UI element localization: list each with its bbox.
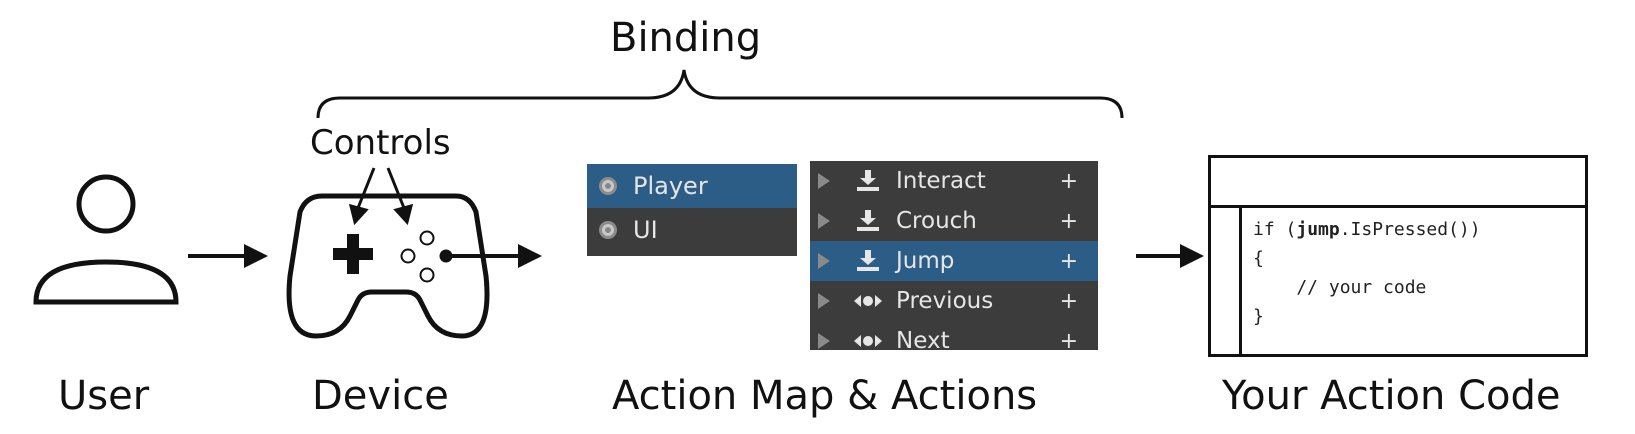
action-map-item-ui[interactable]: UI [587, 208, 797, 252]
action-map-icon [599, 177, 617, 195]
arrow-user-device [188, 244, 268, 268]
device-label: Device [312, 373, 449, 419]
arrow-actions-code [1136, 244, 1204, 268]
expand-triangle-icon[interactable] [818, 173, 830, 189]
action-label: Next [896, 328, 950, 350]
action-map-icon [599, 221, 617, 239]
add-binding-button[interactable]: + [1059, 248, 1078, 274]
axis-action-icon [854, 295, 882, 307]
action-item-jump[interactable]: Jump + [810, 241, 1098, 281]
action-item-interact[interactable]: Interact + [810, 161, 1098, 201]
code-keyword: jump [1296, 219, 1340, 240]
action-label: Jump [896, 248, 955, 274]
actions-panel: Interact + Crouch + Jump + Previous + Ne… [810, 161, 1098, 350]
action-item-crouch[interactable]: Crouch + [810, 201, 1098, 241]
code-window-header [1211, 158, 1585, 208]
expand-triangle-icon[interactable] [818, 253, 830, 269]
action-map-item-player[interactable]: Player [587, 164, 797, 208]
binding-brace [316, 69, 1124, 119]
add-binding-button[interactable]: + [1059, 288, 1078, 314]
code-gutter [1239, 205, 1242, 357]
user-label: User [58, 373, 150, 419]
controls-arrows [348, 167, 414, 226]
add-binding-button[interactable]: + [1059, 208, 1078, 234]
expand-triangle-icon[interactable] [818, 333, 830, 349]
add-binding-button[interactable]: + [1059, 168, 1078, 194]
action-item-next[interactable]: Next + [810, 321, 1098, 350]
action-item-previous[interactable]: Previous + [810, 281, 1098, 321]
button-action-icon [857, 210, 879, 231]
button-action-icon [857, 170, 879, 191]
code-snippet: if (jump.IsPressed()) { // your code } [1253, 215, 1481, 331]
gamepad-icon [286, 193, 490, 339]
code-window: if (jump.IsPressed()) { // your code } [1208, 155, 1588, 357]
action-code-label: Your Action Code [1222, 373, 1561, 419]
action-map-label: UI [633, 216, 658, 244]
code-line-4: } [1253, 306, 1264, 327]
code-line-2: { [1253, 248, 1264, 269]
button-action-icon [857, 250, 879, 271]
action-maps-panel: Player UI [587, 164, 797, 256]
code-line-1: if (jump.IsPressed()) [1253, 219, 1481, 240]
expand-triangle-icon[interactable] [818, 293, 830, 309]
axis-action-icon [854, 335, 882, 347]
add-binding-button[interactable]: + [1059, 328, 1078, 351]
action-label: Crouch [896, 208, 977, 234]
controls-label: Controls [310, 123, 451, 163]
action-label: Interact [896, 168, 986, 194]
user-icon [33, 174, 179, 305]
binding-label: Binding [610, 15, 762, 61]
action-map-label: Player [633, 172, 708, 200]
expand-triangle-icon[interactable] [818, 213, 830, 229]
arrow-device-actions [446, 244, 542, 268]
action-label: Previous [896, 288, 994, 314]
code-line-3: // your code [1253, 277, 1427, 298]
action-map-label: Action Map & Actions [612, 373, 1038, 419]
